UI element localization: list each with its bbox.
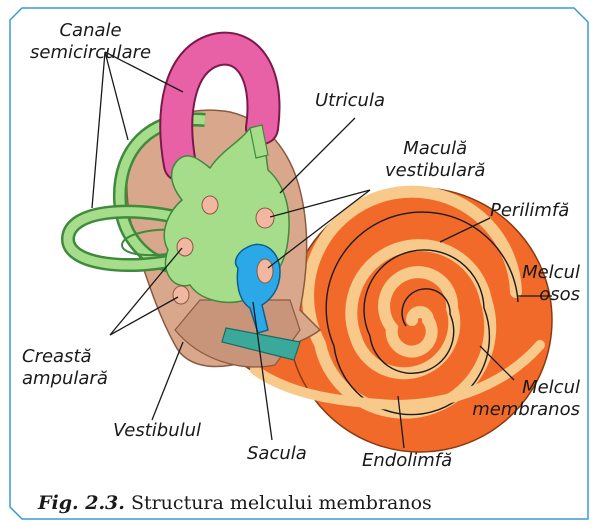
macula-saccule [257,259,273,283]
label-macula-vestibulara: Maculă vestibulară [385,138,485,182]
label-creasta-ampulara: Creastă ampulară [22,346,108,390]
label-melcul-osos-line2: osos [522,284,580,306]
label-utricula: Utricula [315,90,385,112]
ampulla-spot-1 [202,196,218,214]
macula-utricle [256,208,274,228]
leader-vestibulul [152,342,183,420]
label-creasta-line2: ampulară [22,368,108,390]
label-sacula: Sacula [247,443,307,465]
label-canale-line2: semicirculare [30,42,151,64]
leader-canale-1 [92,52,105,208]
leader-utricula [280,118,355,193]
label-macula-line1: Maculă [385,138,485,160]
leader-canale-2 [105,52,128,140]
label-melcul-osos: Melcul osos [522,262,580,306]
label-melcul-membranos-line2: membranos [472,399,580,421]
label-melcul-osos-line1: Melcul [522,262,580,284]
label-vestibulul: Vestibulul [113,420,201,442]
label-canale-line1: Canale [30,20,151,42]
ampulla-spot-3 [173,286,189,304]
label-creasta-line1: Creastă [22,346,108,368]
label-perilimfa: Perilimfă [490,200,569,222]
figure-caption: Fig. 2.3. Structura melcului membranos [38,492,432,514]
caption-text: Structura melcului membranos [131,492,432,514]
label-macula-line2: vestibulară [385,160,485,182]
label-endolimfa: Endolimfă [362,450,452,472]
caption-number: Fig. 2.3. [38,492,125,514]
ampulla-spot-2 [177,238,193,256]
label-canale-semicirculare: Canale semicirculare [30,20,151,64]
label-melcul-membranos-line1: Melcul [472,377,580,399]
label-melcul-membranos: Melcul membranos [472,377,580,421]
